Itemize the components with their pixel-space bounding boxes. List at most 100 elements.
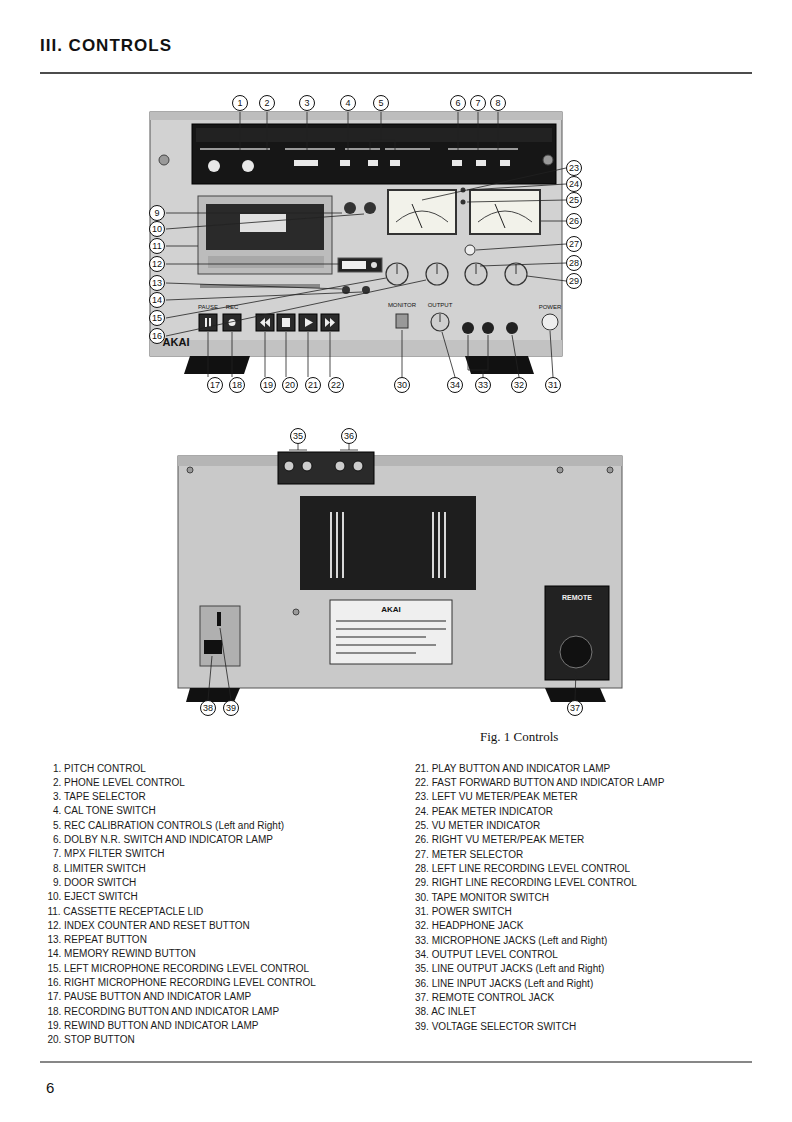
legend-list-item: 37. REMOTE CONTROL JACK	[415, 992, 554, 1003]
rear-panel	[178, 452, 622, 702]
legend-list-item: 21. PLAY BUTTON AND INDICATOR LAMP	[415, 763, 610, 774]
leader-line	[550, 331, 553, 377]
rear-panel	[353, 461, 363, 471]
front-panel	[208, 256, 324, 268]
callout-text: 11	[152, 242, 161, 251]
rear-panel	[336, 620, 446, 654]
callout-number: 1	[232, 95, 248, 111]
callout-number: 25	[566, 192, 582, 208]
callout-text: 18	[232, 381, 242, 390]
leader-line	[208, 656, 212, 700]
legend-list-item: 10. EJECT SWITCH	[47, 891, 137, 902]
callout-text: 9	[154, 209, 159, 218]
legend-list-item: 13. REPEAT BUTTON	[47, 934, 146, 945]
front-panel	[385, 148, 430, 150]
callout-number: 11	[149, 238, 165, 254]
rear-panel	[607, 467, 613, 473]
callout-text: 37	[570, 704, 580, 713]
rear-panel	[336, 644, 436, 646]
front-panel	[431, 313, 449, 331]
callout-text: 24	[569, 180, 579, 189]
front-panel	[476, 264, 477, 274]
front-panel	[412, 204, 422, 228]
callout-number: 4	[340, 95, 356, 111]
callout-number: 9	[149, 205, 165, 221]
callout-text: 29	[569, 277, 579, 286]
callout-number: 33	[475, 377, 491, 393]
legend-list-item: 33. MICROPHONE JACKS (Left and Right)	[415, 935, 607, 946]
callout-text: 38	[203, 704, 213, 713]
front-panel	[462, 322, 474, 334]
legend-list-item: 26. RIGHT VU METER/PEAK METER	[415, 834, 584, 845]
callout-text: 15	[152, 314, 162, 323]
front-panel	[299, 314, 317, 331]
leader-line	[308, 332, 309, 377]
leader-line	[498, 112, 499, 150]
callout-text: 4	[345, 99, 350, 108]
front-panel	[500, 160, 510, 166]
legend-list-item: 35. LINE OUTPUT JACKS (Left and Right)	[415, 963, 604, 974]
leader-line	[442, 332, 455, 377]
section-title: III. CONTROLS	[40, 36, 172, 56]
front-panel	[282, 318, 290, 327]
front-panel	[260, 318, 270, 327]
front-panel	[465, 245, 475, 255]
legend-list-item: 7. MPX FILTER SWITCH	[53, 848, 165, 859]
callout-number: 28	[566, 255, 582, 271]
front-panel	[342, 261, 366, 269]
leader-line	[166, 280, 426, 336]
page-number: 6	[46, 1080, 54, 1097]
callout-number: 19	[260, 377, 276, 393]
callout-text: 20	[285, 381, 295, 390]
panel-text: OUTPUT	[428, 302, 453, 309]
rear-panel	[187, 467, 193, 473]
callout-text: 36	[344, 432, 354, 441]
legend-list-item: 12. INDEX COUNTER AND RESET BUTTON	[47, 920, 249, 931]
front-panel	[338, 258, 382, 272]
legend-list-item: 30. TAPE MONITOR SWITCH	[415, 892, 549, 903]
callout-number: 36	[341, 428, 357, 444]
front-panel	[386, 263, 527, 331]
callout-number: 31	[545, 377, 561, 393]
legend-list-item: 8. LIMITER SWITCH	[53, 863, 146, 874]
legend-list-item: 24. PEAK METER INDICATOR	[415, 806, 553, 817]
front-panel	[242, 160, 254, 172]
front-panel	[294, 160, 318, 166]
leader-line	[330, 332, 331, 377]
callout-number: 14	[149, 292, 165, 308]
rear-panel	[302, 461, 312, 471]
callout-number: 12	[149, 256, 165, 272]
leader-line	[468, 335, 488, 377]
callout-text: 28	[569, 259, 579, 268]
panel-text: REMOTE	[562, 594, 592, 602]
callout-text: 12	[152, 260, 162, 269]
front-panel	[159, 155, 169, 165]
leader-line	[166, 292, 362, 300]
rear-panel	[178, 456, 622, 688]
front-panel	[150, 112, 562, 374]
leader-line	[166, 283, 342, 289]
front-panel	[390, 160, 400, 166]
rear-panel	[278, 452, 374, 484]
legend-list-item: 31. POWER SWITCH	[415, 906, 512, 917]
front-panel	[396, 211, 448, 222]
callout-text: 6	[455, 99, 460, 108]
callout-number: 32	[511, 377, 527, 393]
front-panel	[388, 190, 456, 234]
front-panel	[476, 160, 486, 166]
leader-line	[370, 112, 395, 150]
front-panel	[150, 112, 562, 356]
leader-line	[478, 112, 479, 150]
callout-number: 37	[567, 700, 583, 716]
callout-text: 2	[264, 99, 269, 108]
leader-line	[402, 330, 403, 377]
leader-line	[166, 213, 342, 214]
front-panel	[516, 264, 517, 274]
front-panel	[223, 314, 241, 331]
callout-number: 21	[305, 377, 321, 393]
front-panel	[198, 196, 332, 274]
front-panel	[397, 264, 398, 274]
front-panel	[205, 318, 207, 327]
front-panel	[505, 263, 527, 285]
